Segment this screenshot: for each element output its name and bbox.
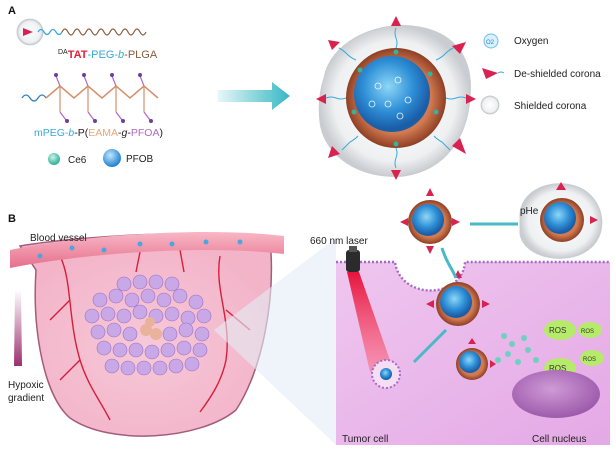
ce6-particles (495, 333, 539, 365)
cell-nucleus-label: Cell nucleus (532, 434, 586, 445)
oxygen-label: Oxygen (514, 36, 548, 47)
laser-device (346, 246, 392, 372)
ce6-swatch (48, 153, 60, 165)
pfob-label: PFOB (126, 154, 154, 165)
ce6-label: Ce6 (68, 155, 87, 166)
pfob-swatch (103, 149, 121, 167)
panel-b-label: B (8, 213, 16, 225)
hypoxic-label-1: Hypoxic (8, 380, 44, 391)
ros-cluster-4: ROS (580, 350, 604, 366)
svg-text:ROS: ROS (549, 364, 566, 373)
legend-oxygen: O2 Oxygen (483, 33, 548, 49)
legend-shielded: Shielded corona (480, 95, 587, 115)
deshielded-label: De-shielded corona (514, 69, 601, 80)
vessel-particles (37, 239, 243, 259)
process-arrows (412, 222, 518, 364)
ros-cluster-2: ROS (578, 322, 602, 338)
panel-a-label: A (8, 5, 16, 17)
svg-text:ROS: ROS (581, 329, 594, 335)
legend-deshielded: De-shielded corona (482, 68, 601, 80)
zoom-cone (214, 238, 336, 445)
nanoparticle-large (316, 16, 476, 180)
polymer2-name: mPEG-b-P(EAMA-g-PFOA) (34, 127, 163, 139)
blood-vessel-label: Blood vessel (30, 233, 87, 244)
svg-text:ROS: ROS (549, 326, 566, 335)
polymer1-name: DATAT-PEG-b-PLGA (58, 49, 158, 61)
polymer2-icon (21, 73, 159, 123)
phe-label: pHe (520, 206, 539, 217)
endosome (371, 359, 401, 389)
svg-text:O2: O2 (486, 40, 495, 46)
laser-label: 660 nm laser (310, 236, 368, 247)
ros-cluster-1: ROS (544, 320, 576, 340)
hypoxic-label-2: gradient (8, 393, 44, 404)
tumor-cell-label: Tumor cell (342, 434, 388, 445)
shielded-label: Shielded corona (514, 101, 587, 112)
nanoparticle-small-3 (456, 338, 496, 380)
polymer1-icon (16, 18, 147, 46)
blood-vessel-shape (10, 231, 284, 268)
hypoxic-gradient-bar (14, 290, 22, 366)
nanoparticle-shielded (519, 182, 603, 259)
assembly-arrow (218, 82, 290, 110)
nanoparticle-small-2 (426, 270, 490, 326)
svg-text:ROS: ROS (583, 357, 596, 363)
cell-nucleus (512, 370, 600, 418)
nanoparticle-small-1 (400, 188, 460, 254)
